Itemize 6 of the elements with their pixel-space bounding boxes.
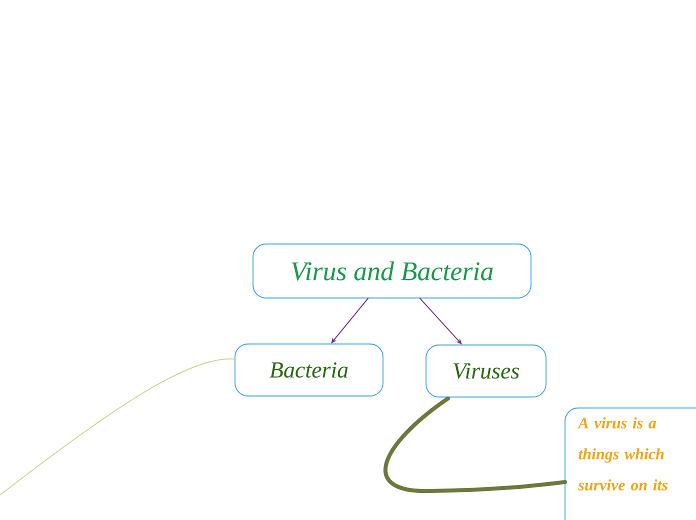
topic-box: Virus and Bacteria (252, 244, 532, 298)
subtopic-box: Bacteria (234, 344, 384, 396)
note-box: A virus is a things which survive on its (564, 408, 696, 520)
subtopic-box: Viruses (426, 344, 546, 398)
connector-line (0, 358, 236, 496)
connector-line (384, 396, 567, 493)
